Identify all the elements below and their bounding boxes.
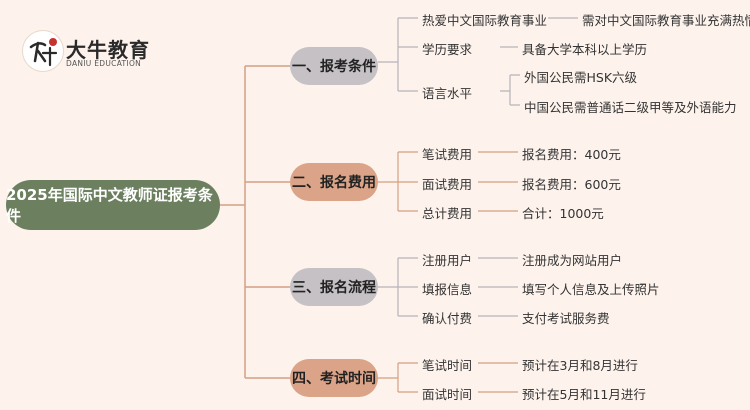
leaf-label: 热爱中文国际教育事业 — [422, 13, 548, 28]
leaf-label: 确认付费 — [422, 311, 473, 326]
leaf-label: 注册用户 — [422, 253, 473, 268]
leaf-value: 注册成为网站用户 — [522, 253, 623, 268]
leaf-value: 外国公民需HSK六级 — [524, 70, 638, 85]
branch-node-1: 一、报考条件 — [290, 47, 378, 85]
leaf-value: 报名费用：600元 — [522, 177, 621, 192]
branch-node-3: 三、报名流程 — [290, 268, 378, 306]
leaf-value: 预计在3月和8月进行 — [522, 358, 638, 373]
branch-1-connectors — [378, 17, 578, 106]
leaf-label: 总计费用 — [422, 206, 473, 221]
leaf-label: 填报信息 — [422, 282, 473, 297]
leaf-value: 报名费用：400元 — [522, 147, 621, 162]
leaf-label: 语言水平 — [422, 86, 473, 101]
leaf-value: 填写个人信息及上传照片 — [522, 282, 660, 297]
leaf-label: 面试费用 — [422, 177, 473, 192]
leaf-value: 预计在5月和11月进行 — [522, 387, 646, 402]
leaf-label: 学历要求 — [422, 42, 473, 57]
leaf-value: 需对中文国际教育事业充满热情 — [582, 13, 750, 28]
logo-name: 大牛教育 — [66, 38, 150, 62]
leaf-value: 合计：1000元 — [522, 206, 604, 221]
root-node: 2025年国际中文教师证报考条件 — [6, 180, 220, 230]
logo-subtitle: DANIU EDUCATION — [66, 59, 142, 68]
branch-3-connectors — [378, 257, 518, 317]
branch-2-connectors — [378, 151, 518, 212]
branch-node-2: 二、报名费用 — [290, 163, 378, 201]
ox-brush-logo — [29, 38, 58, 67]
leaf-label: 笔试费用 — [422, 147, 473, 162]
branch-node-4: 四、考试时间 — [290, 359, 378, 397]
leaf-label: 笔试时间 — [422, 358, 473, 373]
leaf-value: 支付考试服务费 — [522, 311, 610, 326]
leaf-value: 具备大学本科以上学历 — [522, 42, 648, 57]
branch-4-connectors — [378, 362, 518, 393]
leaf-label: 面试时间 — [422, 387, 473, 402]
root-connectors — [220, 65, 290, 379]
logo-icon — [22, 30, 64, 72]
leaf-value: 中国公民需普通话二级甲等及外语能力 — [524, 100, 737, 115]
